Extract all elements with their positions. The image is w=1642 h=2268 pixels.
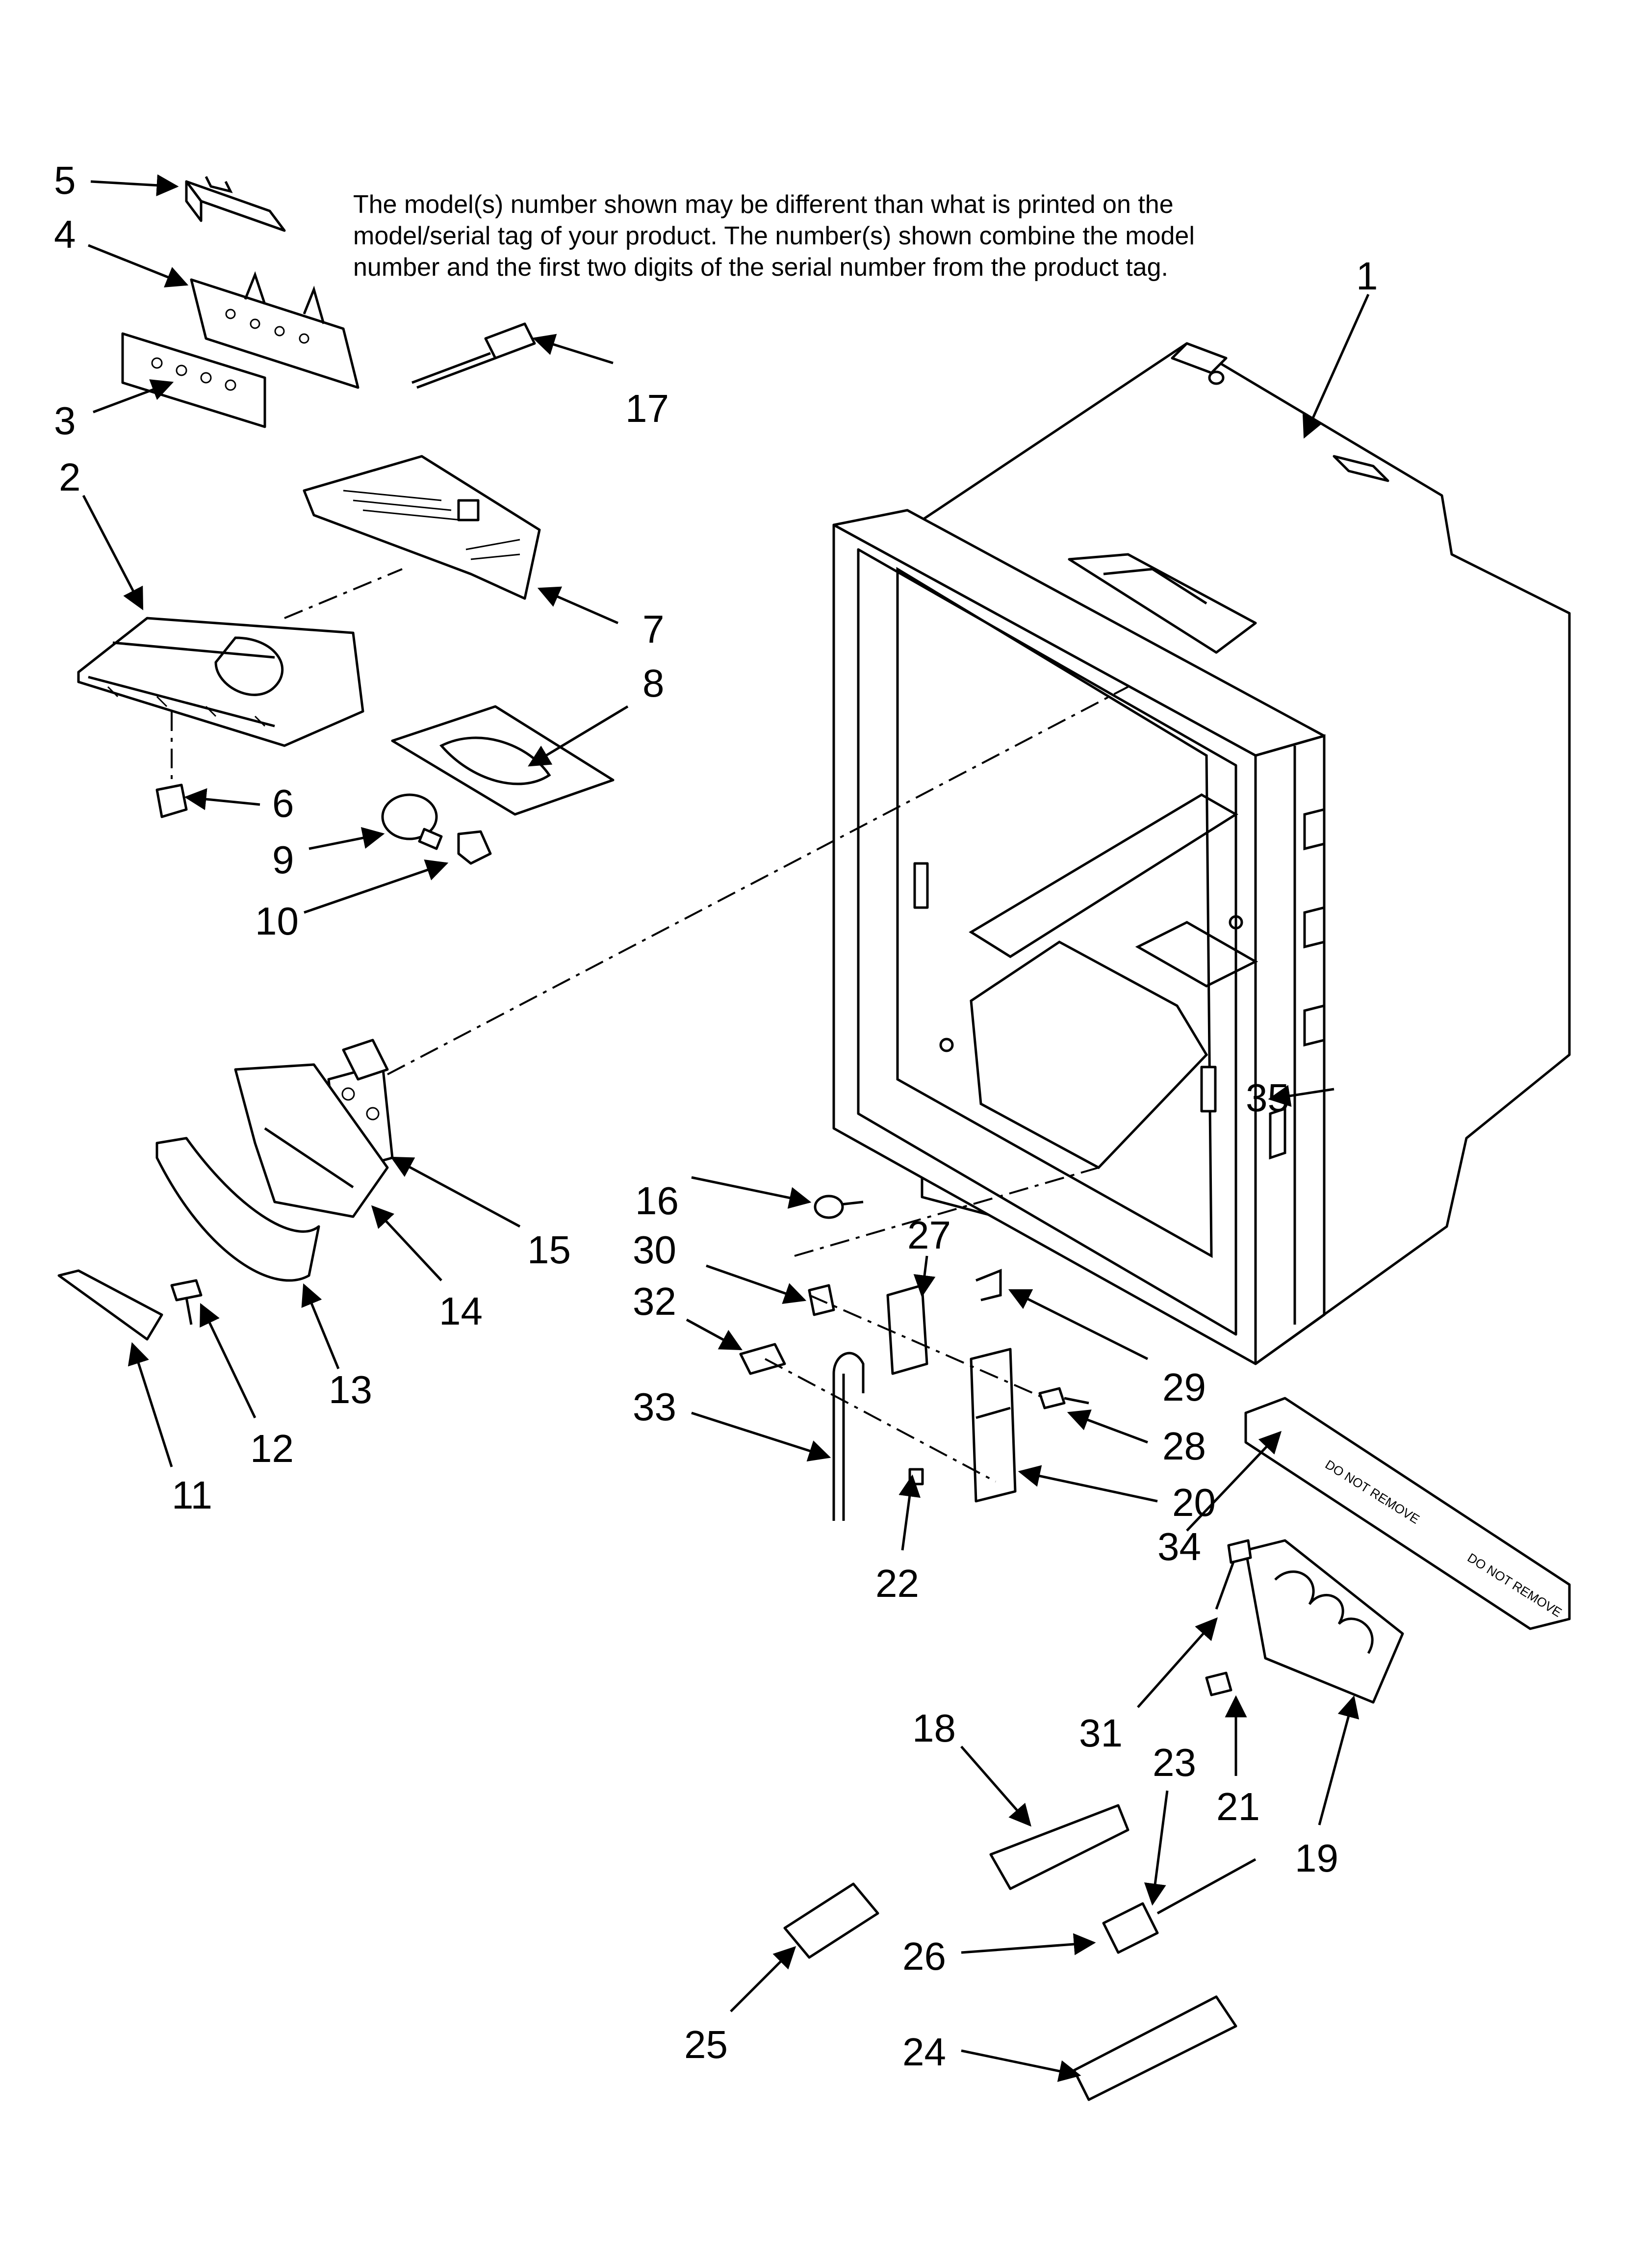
part-9-bulb <box>381 793 443 850</box>
callout-numbers: 1 2 3 4 5 6 7 8 9 10 11 12 13 14 15 16 1… <box>54 158 1378 2074</box>
note-line-1: The model(s) number shown may be differe… <box>353 190 1174 219</box>
callout-22: 22 <box>875 1562 919 1605</box>
callout-26: 26 <box>902 1934 946 1978</box>
part-31 <box>1215 1539 1252 1610</box>
callout-20: 20 <box>1172 1481 1216 1524</box>
note-line-2: model/serial tag of your product. The nu… <box>353 222 1195 250</box>
part-7 <box>303 455 541 600</box>
callout-27: 27 <box>907 1213 951 1257</box>
callout-33: 33 <box>633 1385 676 1429</box>
part-29 <box>975 1269 1002 1302</box>
part-26 <box>1102 1858 1257 1954</box>
callout-21: 21 <box>1216 1785 1260 1828</box>
relation-lines <box>171 568 1129 1483</box>
callout-30: 30 <box>633 1228 676 1272</box>
part-2 <box>77 617 364 747</box>
part-10 <box>457 830 492 865</box>
part-21-screw <box>1205 1671 1232 1696</box>
callout-4: 4 <box>54 212 76 256</box>
callout-18: 18 <box>912 1706 956 1750</box>
callout-11: 11 <box>172 1473 212 1517</box>
part-17 <box>411 322 536 389</box>
part-19 <box>1244 1539 1404 1704</box>
callout-1: 1 <box>1356 254 1378 298</box>
callout-10: 10 <box>255 899 299 943</box>
callout-24: 24 <box>902 2030 946 2074</box>
part-11 <box>57 1269 163 1341</box>
part-27 <box>886 1284 928 1375</box>
part-4 <box>190 271 359 389</box>
part-16 <box>814 1195 864 1219</box>
part-18 <box>989 1804 1129 1890</box>
callout-15: 15 <box>527 1228 571 1272</box>
callout-3: 3 <box>54 399 76 443</box>
callout-23: 23 <box>1153 1741 1196 1784</box>
callout-35: 35 <box>1246 1076 1289 1120</box>
callout-16: 16 <box>635 1179 679 1223</box>
part-6 <box>155 783 188 818</box>
callout-5: 5 <box>54 158 76 202</box>
callout-19: 19 <box>1295 1836 1338 1880</box>
callout-2: 2 <box>59 455 81 499</box>
callout-12: 12 <box>250 1427 294 1470</box>
callout-31: 31 <box>1079 1711 1123 1755</box>
note-line-3: number and the first two digits of the s… <box>353 253 1168 282</box>
callout-25: 25 <box>684 2023 728 2066</box>
part-12-screw <box>170 1279 203 1325</box>
part-13 <box>155 1137 320 1282</box>
part-20 <box>970 1348 1017 1503</box>
part-14 <box>234 1063 389 1218</box>
callout-17: 17 <box>625 387 669 430</box>
callout-9: 9 <box>272 838 294 882</box>
part-3 <box>121 332 266 428</box>
model-number-note: The model(s) number shown may be differe… <box>353 189 1383 283</box>
callout-29: 29 <box>1162 1365 1206 1409</box>
callout-8: 8 <box>642 661 665 705</box>
part-1-liner <box>832 342 1571 1365</box>
part-8 <box>391 705 615 816</box>
leader-lines <box>82 174 1370 2082</box>
part-24 <box>1073 1995 1237 2101</box>
part-33-tube <box>832 1352 865 1521</box>
part-25 <box>783 1882 879 1959</box>
callout-6: 6 <box>272 782 294 825</box>
callout-7: 7 <box>642 607 665 651</box>
callout-28: 28 <box>1162 1424 1206 1468</box>
callout-14: 14 <box>439 1289 483 1333</box>
callout-34: 34 <box>1157 1525 1201 1568</box>
part-5 <box>185 176 286 232</box>
callout-13: 13 <box>329 1368 372 1411</box>
part-32 <box>739 1343 786 1375</box>
part-28-screw <box>1038 1387 1089 1409</box>
callout-32: 32 <box>633 1279 676 1323</box>
